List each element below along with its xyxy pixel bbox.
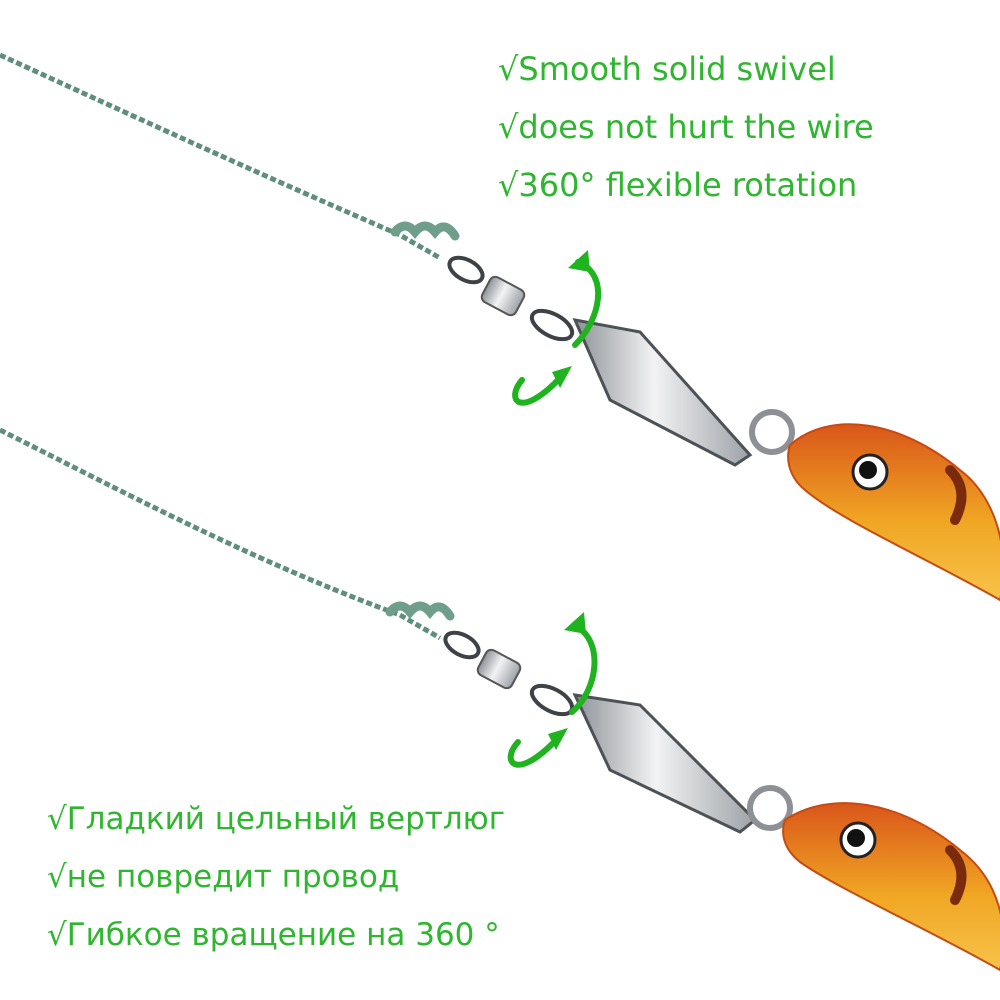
swivel-eye <box>529 308 575 342</box>
lure-pupil <box>847 829 865 847</box>
lure-pupil <box>859 461 877 479</box>
fishing-rig-bottom <box>0 427 1000 972</box>
swivel-barrel <box>480 275 526 317</box>
feature-list-russian: √Гладкий цельный вертлюг √не повредит пр… <box>47 790 505 964</box>
split-ring <box>747 785 793 831</box>
lure-stripe <box>945 465 967 525</box>
swivel-eye <box>529 683 575 717</box>
swivel-barrel <box>476 648 522 690</box>
split-ring <box>749 409 795 455</box>
feature-item: √Smooth solid swivel <box>498 50 836 88</box>
rotation-arrow-icon <box>552 366 572 388</box>
fishing-rig-top <box>0 52 1000 602</box>
feature-item: √Гладкий цельный вертлюг <box>47 801 506 837</box>
line-knot <box>385 601 455 621</box>
feature-item: √Гибкое вращение на 360 ° <box>47 917 500 953</box>
swivel-eye <box>443 630 481 660</box>
snap-clip <box>572 693 758 834</box>
snap-clip <box>572 318 753 467</box>
rotation-arrow-icon <box>507 737 559 768</box>
jig-lure <box>782 802 1000 972</box>
jig-lure <box>787 423 1000 602</box>
braided-line <box>0 52 442 261</box>
rotation-arrow-icon <box>564 612 586 634</box>
swivel-eye <box>447 255 485 285</box>
braided-line <box>0 427 442 641</box>
feature-list-english: √Smooth solid swivel √does not hurt the … <box>498 40 874 214</box>
feature-item: √360° flexible rotation <box>498 166 858 204</box>
feature-item: √не повредит провод <box>47 859 400 895</box>
rotation-arrow-icon <box>548 728 568 750</box>
line-knot <box>390 221 460 241</box>
lure-stripe <box>945 845 967 905</box>
rotation-arrow-icon <box>512 375 563 406</box>
rotation-arrow-icon <box>568 250 590 272</box>
feature-item: √does not hurt the wire <box>498 108 874 146</box>
